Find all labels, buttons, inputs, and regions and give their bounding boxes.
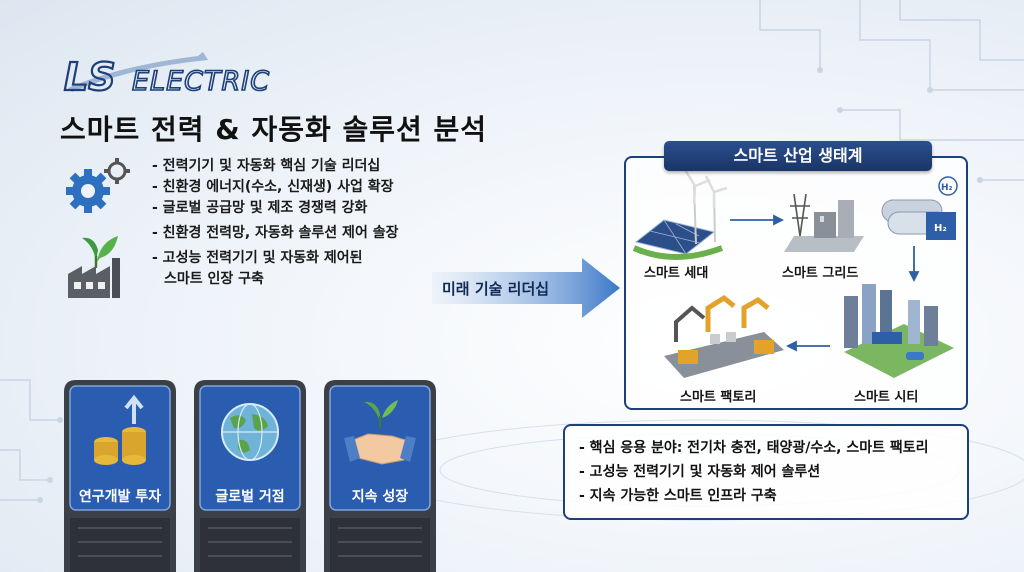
ls-electric-logo: LS ELECTRIC	[63, 52, 270, 98]
globe-icon	[221, 403, 279, 461]
feature-list: - 전력기기 및 자동화 핵심 기술 리더십 - 친환경 에너지(수소, 신재생…	[152, 156, 452, 290]
smart-city-icon	[844, 284, 954, 378]
gears-icon	[66, 158, 130, 213]
svg-text:H₂: H₂	[941, 183, 953, 193]
svg-text:H₂: H₂	[934, 223, 947, 234]
ecosystem-title: 스마트 산업 생태계	[664, 141, 932, 171]
list-item: - 친환경 에너지(수소, 신재생) 사업 확장	[152, 179, 394, 195]
node-smart-home: 스마트 세대	[644, 266, 709, 281]
substation-icon	[784, 193, 864, 252]
pillar-label: 연구개발 투자	[78, 489, 162, 505]
logo-product: ELECTRIC	[132, 66, 270, 97]
smart-factory-icon	[664, 294, 784, 378]
node-smart-city: 스마트 시티	[854, 390, 919, 405]
list-item: 스마트 인장 구축	[164, 271, 264, 287]
list-item: - 고성능 전력기기 및 자동화 제어 솔루션	[579, 464, 821, 480]
pillar-rnd: 연구개발 투자	[58, 378, 182, 572]
list-item: - 핵심 응용 분야: 전기차 충전, 태양광/수소, 스마트 팩토리	[579, 440, 929, 456]
node-smart-factory: 스마트 팩토리	[680, 390, 757, 405]
eco-factory-icon	[68, 236, 120, 298]
coins-arrow-icon	[94, 394, 146, 465]
arrow-label: 미래 기술 리더십	[442, 280, 550, 298]
node-smart-grid: 스마트 그리드	[782, 266, 859, 281]
application-info-panel: - 핵심 응용 분야: 전기차 충전, 태양광/수소, 스마트 팩토리 - 고성…	[563, 424, 969, 520]
future-leadership-arrow	[432, 258, 620, 318]
handshake-plant-icon	[344, 400, 416, 465]
pillar-label: 지속 성장	[351, 489, 409, 505]
page-title: 스마트 전력 & 자동화 솔루션 분석	[60, 113, 488, 146]
hydrogen-tank-icon: H₂ H₂	[881, 176, 958, 240]
list-item: - 지속 가능한 스마트 인프라 구축	[579, 488, 777, 504]
logo-brand: LS	[64, 55, 116, 98]
ecosystem-diagram: H₂ H₂	[632, 167, 958, 378]
list-item: - 전력기기 및 자동화 핵심 기술 리더십	[152, 158, 381, 174]
pillar-label: 글로벌 거점	[215, 489, 285, 505]
list-item: - 고성능 전력기기 및 자동화 제어된	[152, 250, 363, 266]
list-item: - 친환경 전력망, 자동화 솔루션 제어 솔장	[152, 225, 399, 241]
pillar-growth: 지속 성장	[318, 378, 442, 572]
solar-wind-icon	[632, 167, 728, 260]
list-item: - 글로벌 공급망 및 제조 경쟁력 강화	[152, 200, 368, 216]
pillar-global: 글로벌 거점	[188, 378, 312, 572]
